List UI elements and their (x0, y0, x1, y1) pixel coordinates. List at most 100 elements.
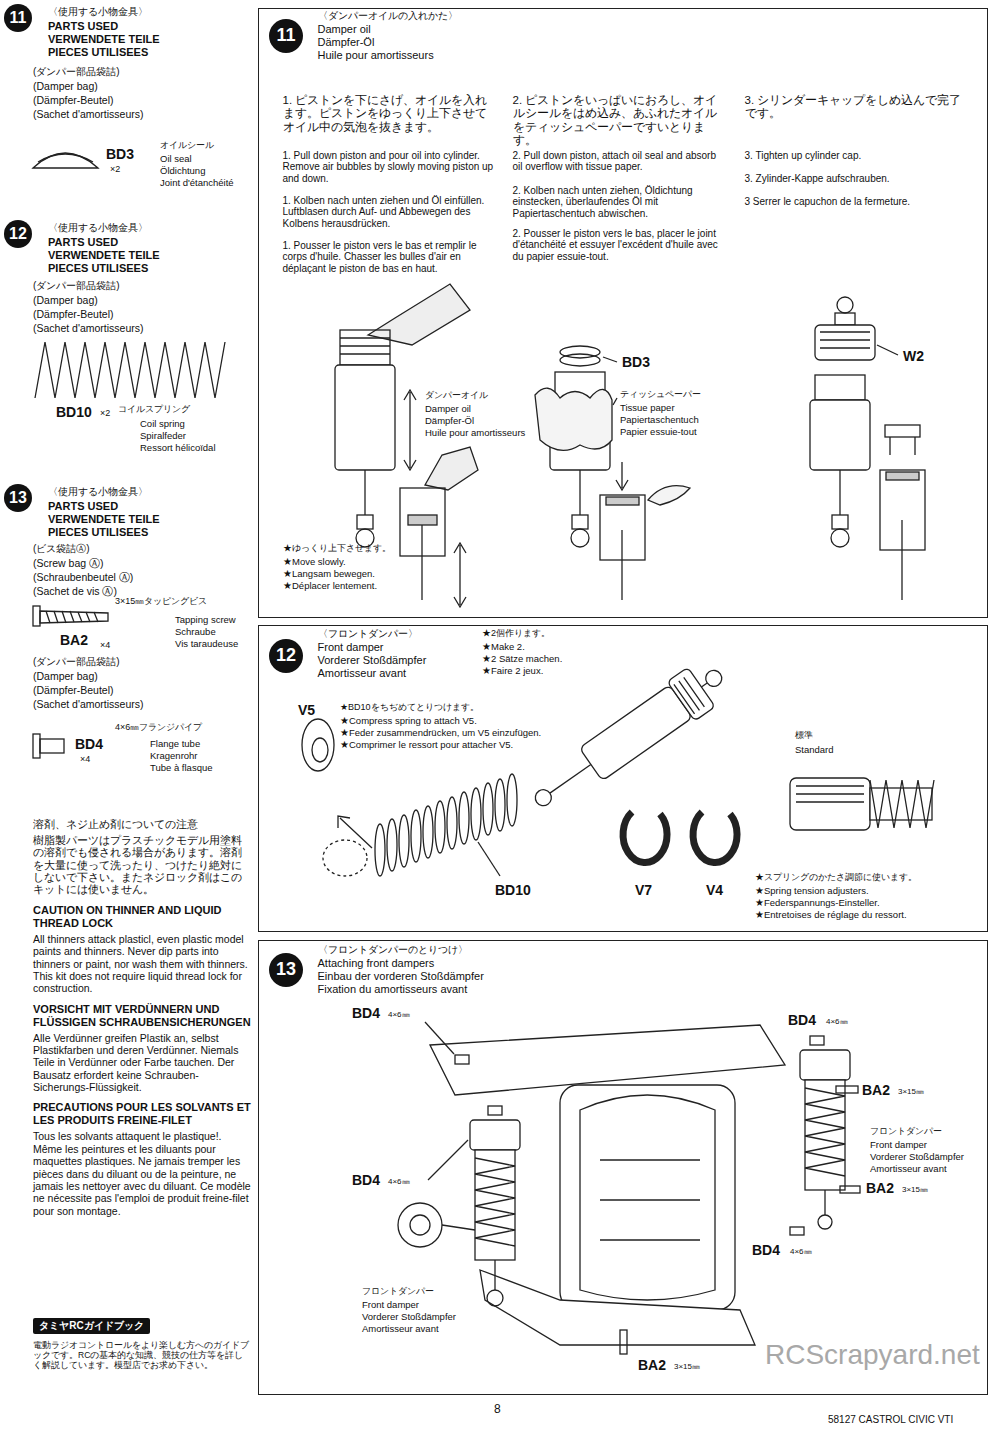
damper-oil-step2 (613, 398, 617, 405)
damper-oil-step1 (368, 284, 470, 345)
step-text: Attaching front dampers (318, 957, 435, 970)
damper-oil-step2 (616, 462, 628, 490)
oil-seal-part (38, 154, 93, 162)
front-damper-assembly (375, 824, 385, 876)
step-text: 2. Pousser le piston vers le bas, placer… (513, 228, 728, 263)
note-text: Spiralfeder (140, 430, 186, 441)
note-text: ★スプリングのかたさ調節に使います。 (755, 872, 917, 883)
part-callout: BD4 (788, 1012, 816, 1029)
note-text: Ressort hélicoïdal (140, 442, 216, 453)
damper-oil-step3 (832, 515, 848, 529)
step-number: 11 (276, 25, 295, 46)
front-damper-assembly (387, 819, 397, 871)
note-text: 電動ラジオコントロールをより楽しむ方へのガイドブックです。RCの基本的な知識、競… (33, 1340, 251, 1370)
step-number-circle: 11 (4, 4, 32, 32)
note-text: 58127 CASTROL CIVIC VTI (828, 1414, 953, 1426)
chassis-illustration (840, 1186, 860, 1193)
chassis-illustration (600, 1160, 700, 1240)
note-text: All thinners attack plasticl, even plast… (33, 933, 251, 995)
note-text: Oil seal (160, 153, 192, 164)
chassis-illustration (810, 1036, 824, 1045)
note-text: Amortisseur avant (362, 1323, 439, 1334)
note-text: VERWENDETE TEILE (48, 513, 160, 526)
front-damper-assembly (302, 654, 934, 876)
note-text: PARTS USED (48, 20, 118, 33)
chassis-illustration (805, 1080, 845, 1190)
front-damper-assembly (399, 815, 409, 867)
front-damper-assembly (667, 667, 715, 721)
note-text: (ビス袋詰Ⓐ) (33, 543, 90, 555)
title-badge: タミヤRCガイドブック (33, 1318, 150, 1334)
damper-oil-step2 (603, 357, 617, 362)
damper-oil-step3 (835, 313, 855, 325)
chassis-illustration (800, 1050, 850, 1080)
step-text: Vorderer Stoßdämpfer (318, 654, 427, 667)
front-damper-assembly (423, 806, 433, 858)
part-callout: W2 (903, 348, 924, 365)
step-text: 3. Tighten up cylinder cap. (745, 150, 970, 162)
note-text: (Damper bag) (33, 80, 98, 92)
step-number: タミヤRCガイドブック (39, 1320, 143, 1332)
note-text: コイルスプリング (118, 404, 190, 415)
front-damper-assembly (302, 719, 334, 771)
front-damper-assembly (523, 654, 734, 822)
damper-oil-step3 (820, 332, 870, 348)
damper-oil-step1 (404, 390, 416, 470)
step-text: 1. ピストンを下にさげ、オイルを入れます。ピストンをゆっくり上下させてオイル中… (283, 94, 498, 135)
step-text: 1. Kolben nach unten ziehen und Öl einfü… (283, 195, 498, 230)
note-text: ★Faire 2 jeux. (482, 665, 543, 676)
chassis-illustration (620, 1330, 627, 1354)
step-text: Huile pour amortisseurs (318, 49, 434, 62)
flange-tube-part (33, 734, 64, 758)
damper-oil-step2 (621, 530, 622, 600)
chassis-illustration (824, 1190, 825, 1215)
tapping-screw-part (33, 606, 108, 626)
step-number-circle: 13 (4, 484, 32, 512)
front-damper-assembly (312, 738, 328, 762)
front-damper-assembly (471, 788, 481, 840)
damper-oil-step1 (454, 543, 466, 607)
damper-oil-step1 (335, 284, 478, 607)
damper-oil-step2 (535, 346, 690, 600)
note-text: (Sachet d'amortisseurs) (33, 108, 144, 120)
tapping-screw-part (46, 611, 98, 623)
damper-oil-step2 (560, 354, 600, 366)
note-text: ティッシュペーパー (620, 389, 701, 400)
part-callout: BD4 (352, 1172, 380, 1189)
note-text: PARTS USED (48, 236, 118, 249)
chassis-illustration (442, 1225, 475, 1230)
damper-oil-step3 (886, 472, 919, 480)
chassis-illustration (455, 1055, 469, 1064)
note-text: VERWENDETE TEILE (48, 33, 160, 46)
coil-spring-part (35, 342, 225, 398)
step-text: 2. Kolben nach unten ziehen, Öldichtung … (513, 185, 728, 220)
chassis-illustration (790, 1227, 804, 1235)
front-damper-assembly (870, 788, 932, 820)
chassis-illustration (470, 1120, 520, 1150)
note-text: (Sachet de vis Ⓐ) (33, 585, 117, 597)
note-text: 樹脂製パーツはプラスチックモデル用塗料の溶剤でも侵される場合があります。溶剤を大… (33, 834, 251, 896)
note-text: Damper oil (425, 403, 471, 414)
note-text: ★Comprimer le ressort pour attacher V5. (340, 739, 513, 750)
note-text: 3×15㎜タッピングビス (115, 596, 207, 607)
tapping-screw-part (40, 611, 108, 623)
part-callout: BD10 (56, 404, 92, 421)
note-text: Kragenrohr (150, 750, 198, 761)
front-damper-assembly (483, 783, 493, 835)
note-text: Vorderer Stoßdämpfer (870, 1151, 964, 1162)
damper-oil-step2 (572, 515, 588, 529)
note-text: フロントダンパー (362, 1286, 434, 1297)
damper-oil-step2 (571, 529, 589, 547)
damper-oil-step2 (535, 388, 612, 450)
step-text: 1. Pousser le piston vers le bas et remp… (283, 240, 498, 275)
note-text: ×4 (100, 640, 110, 651)
note-text: ★Entretoises de réglage du ressort. (755, 909, 907, 920)
step-text: 〈フロントダンパー〉 (318, 628, 418, 640)
note-text: Tube à flasque (150, 762, 213, 773)
damper-oil-step1 (335, 365, 395, 470)
damper-oil-step2 (606, 497, 639, 505)
note-text: 標準 (795, 730, 813, 741)
note-text: PRECAUTIONS POUR LES SOLVANTS ET LES PRO… (33, 1101, 251, 1127)
chassis-illustration (560, 1085, 735, 1310)
